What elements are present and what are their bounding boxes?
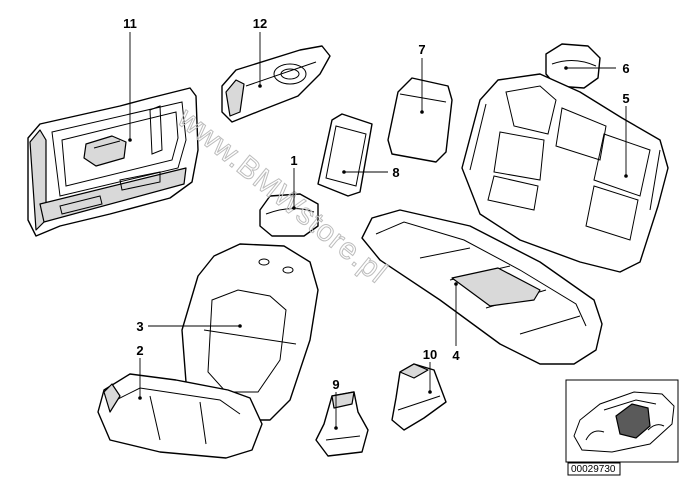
inset-car-location: 00029730 [565, 379, 679, 476]
inset-reference-code: 00029730 [571, 464, 616, 475]
callout-1: 1 [290, 153, 297, 168]
callout-6: 6 [622, 61, 629, 76]
callout-5: 5 [622, 91, 629, 106]
callout-2: 2 [136, 343, 143, 358]
part-7-cushion-pad [387, 77, 453, 163]
part-9-gear-shift-boot [315, 391, 369, 457]
part-5-rear-backrest [461, 73, 669, 273]
callout-8: 8 [392, 165, 399, 180]
part-12-side-trim-panel [221, 45, 331, 123]
callout-11: 11 [123, 16, 137, 31]
callout-12: 12 [253, 16, 267, 31]
part-4-rear-seat-cushion [361, 209, 603, 365]
part-10-handbrake-boot [391, 363, 447, 431]
part-1-front-headrest [259, 193, 319, 237]
callout-7: 7 [418, 42, 425, 57]
part-11-door-trim-panel [27, 87, 199, 237]
part-8-flat-pad [317, 113, 373, 197]
leader-lines [128, 32, 628, 430]
callout-9: 9 [332, 377, 339, 392]
callout-3: 3 [136, 319, 143, 334]
part-2-front-seat-cushion [97, 373, 263, 459]
callout-4: 4 [452, 348, 460, 363]
callout-10: 10 [423, 347, 437, 362]
